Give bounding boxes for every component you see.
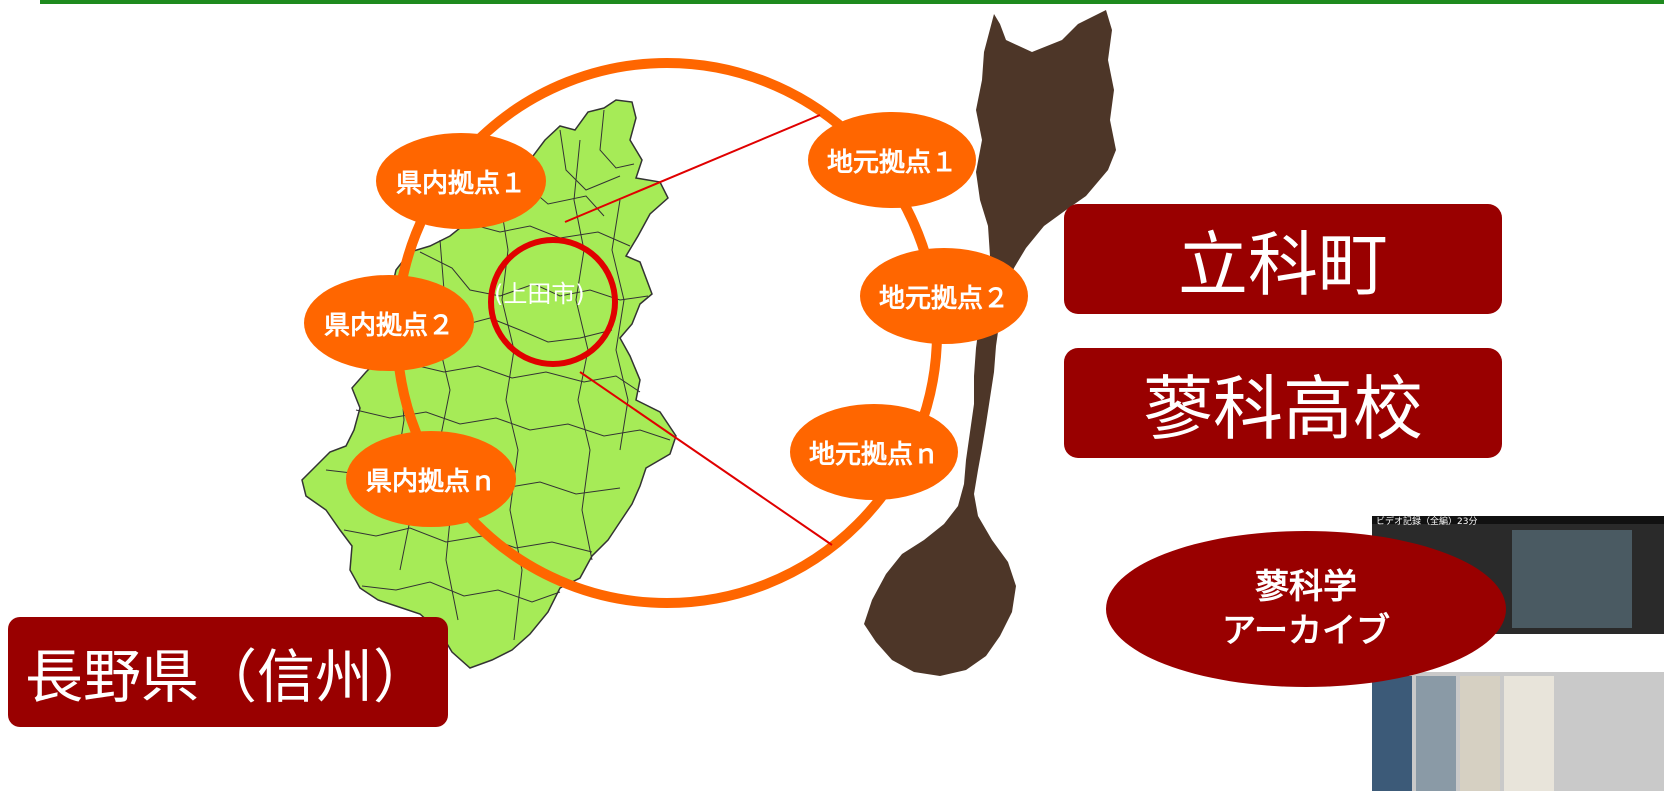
prefecture-node-2: 県内拠点２ — [304, 275, 474, 371]
archive-label-line2: アーカイブ — [1222, 611, 1390, 651]
tateshina-town-silhouette — [864, 10, 1116, 676]
town-label: 立科町 — [1064, 204, 1502, 314]
border-line — [343, 527, 593, 553]
video-thumbnail-bottom[interactable] — [1372, 658, 1664, 791]
video-title-bar — [1372, 516, 1664, 524]
border-line — [419, 251, 649, 301]
video-frame-panel — [1512, 530, 1632, 628]
video-still-1 — [1372, 676, 1412, 791]
video-title-text: ビデオ記録（全編）23分 — [1376, 517, 1478, 527]
border-line — [611, 199, 629, 451]
border-line — [599, 109, 635, 169]
prefecture-node-1: 県内拠点１ — [376, 133, 546, 229]
connector-line-top — [564, 114, 821, 223]
video-still-2 — [1416, 676, 1456, 791]
video-still-3 — [1460, 676, 1500, 791]
ueda-city-highlight — [488, 237, 618, 367]
local-node-2: 地元拠点２ — [860, 248, 1028, 344]
archive-label-line1: 蓼科学 — [1255, 567, 1357, 607]
prefecture-label: 長野県（信州） — [8, 617, 448, 727]
school-label: 蓼科高校 — [1064, 348, 1502, 458]
border-line — [361, 581, 561, 603]
prefecture-node-n: 県内拠点ｎ — [346, 431, 516, 527]
local-node-n: 地元拠点ｎ — [790, 404, 958, 500]
ueda-city-label: (上田市) — [494, 280, 585, 308]
video-still-4 — [1504, 676, 1554, 791]
local-node-1: 地元拠点１ — [808, 112, 976, 208]
border-line — [469, 223, 631, 247]
connector-line-bottom — [579, 371, 833, 546]
tateshina-archive-badge: 蓼科学 アーカイブ — [1106, 531, 1506, 687]
top-rule — [40, 0, 1664, 4]
border-line — [499, 199, 523, 641]
